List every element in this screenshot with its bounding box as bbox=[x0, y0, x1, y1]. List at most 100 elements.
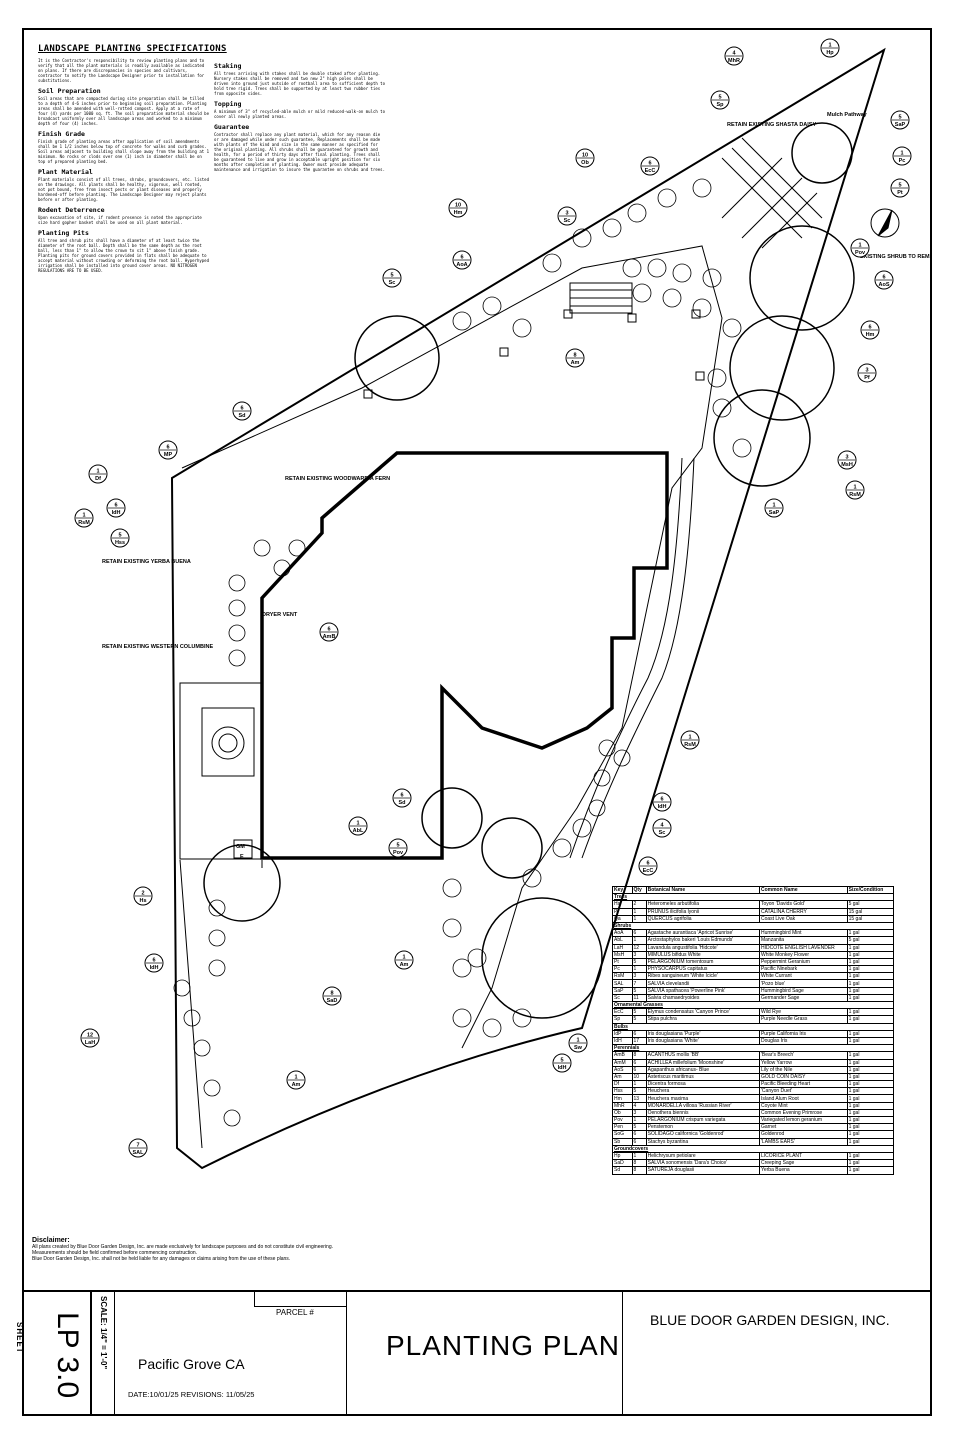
spec-body: Finish grade of planting areas after app… bbox=[38, 139, 209, 164]
legend-cell: Sc bbox=[612, 993, 633, 1003]
legend-cell: 'LAMBS EARS' bbox=[758, 1137, 848, 1146]
callout-qty: 1 bbox=[96, 469, 99, 475]
site-plan-drawing: RETAIN EXISTING SHASTA DAISY Mulch Pathw… bbox=[74, 38, 932, 1170]
scale-cell: SCALE: 1/4" = 1'-0" bbox=[90, 1292, 115, 1416]
legend-cell: Stipa pulchra bbox=[645, 1015, 760, 1024]
date-revisions: DATE:10/01/25 REVISIONS: 11/05/25 bbox=[128, 1390, 255, 1399]
legend-cell: 1 gal bbox=[846, 1051, 895, 1060]
callout-key: EcC bbox=[645, 168, 656, 174]
callout-key: Sc bbox=[389, 280, 396, 286]
spec-heading: Finish Grade bbox=[38, 130, 85, 138]
legend-group-row: Perennials bbox=[612, 1044, 894, 1053]
spec-body: All tree and shrub pits shall have a dia… bbox=[38, 238, 209, 273]
legend-cell: Agastache aurantiaca 'Apricot Sunrise' bbox=[645, 929, 760, 938]
legend-cell: 6 bbox=[631, 1065, 647, 1074]
legend-cell: 1 gal bbox=[846, 993, 895, 1003]
callout-bubbles: 1Hp4MhR5Sp5SaP1Pc5Pt1Pov6AoS6Hm3Pf3MsH1R… bbox=[74, 38, 912, 1158]
plant-callout-sw: 1Sw bbox=[568, 1033, 588, 1053]
plant-callout-sd: 6Sd bbox=[232, 401, 252, 421]
sheet-number-cell: SHEET LP 3.0 bbox=[15, 1292, 92, 1416]
legend-cell: 7 bbox=[631, 979, 647, 988]
plant-callout-am: 1Am bbox=[286, 1070, 306, 1090]
legend-cell: Penstemon bbox=[645, 1123, 760, 1132]
legend-cell: Pacific Ninebark bbox=[758, 965, 848, 974]
legend-cell: 3 bbox=[631, 950, 647, 959]
legend-cell: 'Pozo blue' bbox=[758, 979, 848, 988]
legend-cell: Toyon 'Davids Gold' bbox=[758, 900, 848, 909]
legend-cell: PELARGONIUM tomentosum bbox=[645, 957, 760, 967]
legend-cell: Coyote Mint bbox=[758, 1101, 848, 1110]
legend-cell: Df bbox=[612, 1080, 633, 1089]
legend-cell: 15 gal bbox=[846, 914, 895, 923]
callout-key: Am bbox=[400, 962, 409, 968]
legend-header-cell: Size/Condition bbox=[846, 885, 895, 895]
legend-cell: IdH bbox=[612, 1036, 633, 1046]
callout-key: Hp bbox=[826, 50, 834, 56]
legend-cell: GOLD COIN DAISY bbox=[758, 1072, 848, 1082]
legend-cell: 5 bbox=[631, 1015, 647, 1024]
legend-cell: Heuchera maxima bbox=[645, 1094, 760, 1103]
legend-cell: Qa bbox=[612, 914, 633, 923]
callout-key: RsM bbox=[78, 520, 90, 526]
legend-cell: 1 gal bbox=[846, 943, 895, 952]
legend-cell: 1 gal bbox=[846, 1080, 895, 1089]
callout-key: Df bbox=[95, 476, 101, 482]
legend-cell: AbL bbox=[612, 936, 633, 945]
legend-cell: PRUNUS ilicifolia lyonii bbox=[645, 907, 760, 916]
plant-callout-mp: 6MP bbox=[158, 440, 178, 460]
legend-group-row: Shrubs bbox=[612, 921, 894, 931]
legend-cell: 1 bbox=[631, 1115, 647, 1125]
plant-callout-sc: 4Sc bbox=[652, 818, 672, 838]
callout-qty: 8 bbox=[330, 991, 333, 997]
legend-cell: Asteriscus maritimus bbox=[645, 1072, 760, 1082]
plant-callout-sd: 6Sd bbox=[392, 788, 412, 808]
legend-cell: 15 gal bbox=[846, 907, 895, 916]
legend-cell: Wild Rye bbox=[758, 1008, 848, 1017]
tree-canopies bbox=[203, 122, 855, 1019]
callout-qty: 6 bbox=[460, 255, 463, 261]
callout-key: SaD bbox=[327, 998, 338, 1004]
legend-cell: MsH bbox=[612, 950, 633, 959]
callout-qty: 10 bbox=[455, 203, 461, 209]
legend-cell: Heteromeles arbutifolia bbox=[645, 900, 760, 909]
callout-qty: 6 bbox=[327, 627, 330, 633]
legend-cell: 'Bear's Breech' bbox=[758, 1051, 848, 1060]
callout-qty: 5 bbox=[718, 95, 721, 101]
legend-cell: LaH bbox=[612, 943, 633, 952]
legend-cell: Lily of the Nile bbox=[758, 1065, 848, 1074]
legend-cell: Coast Live Oak bbox=[758, 914, 848, 923]
spec-body: Upon excavation of site, if rodent prese… bbox=[38, 215, 202, 225]
legend-group-label: Groundcovers bbox=[612, 1144, 894, 1153]
legend-cell: Pc bbox=[612, 965, 633, 974]
legend-cell: 1 bbox=[631, 936, 647, 945]
legend-cell: Hp bbox=[612, 1151, 633, 1161]
note-shasta-daisy: RETAIN EXISTING SHASTA DAISY bbox=[727, 122, 816, 128]
legend-cell: CATALINA CHERRY bbox=[758, 907, 848, 916]
legend-cell: SAL bbox=[612, 979, 633, 988]
property-boundary bbox=[170, 47, 886, 1170]
legend-cell: HIDCOTE ENGLISH LAVENDER bbox=[758, 943, 848, 952]
legend-cell: AmB bbox=[612, 1051, 633, 1060]
parcel-label: PARCEL # bbox=[276, 1308, 314, 1317]
plant-callout-df: 1Df bbox=[88, 464, 108, 484]
legend-cell: 1 gal bbox=[846, 979, 895, 988]
legend-group-row: Groundcovers bbox=[612, 1144, 894, 1153]
callout-qty: 6 bbox=[660, 797, 663, 803]
callout-qty: 4 bbox=[732, 51, 736, 57]
